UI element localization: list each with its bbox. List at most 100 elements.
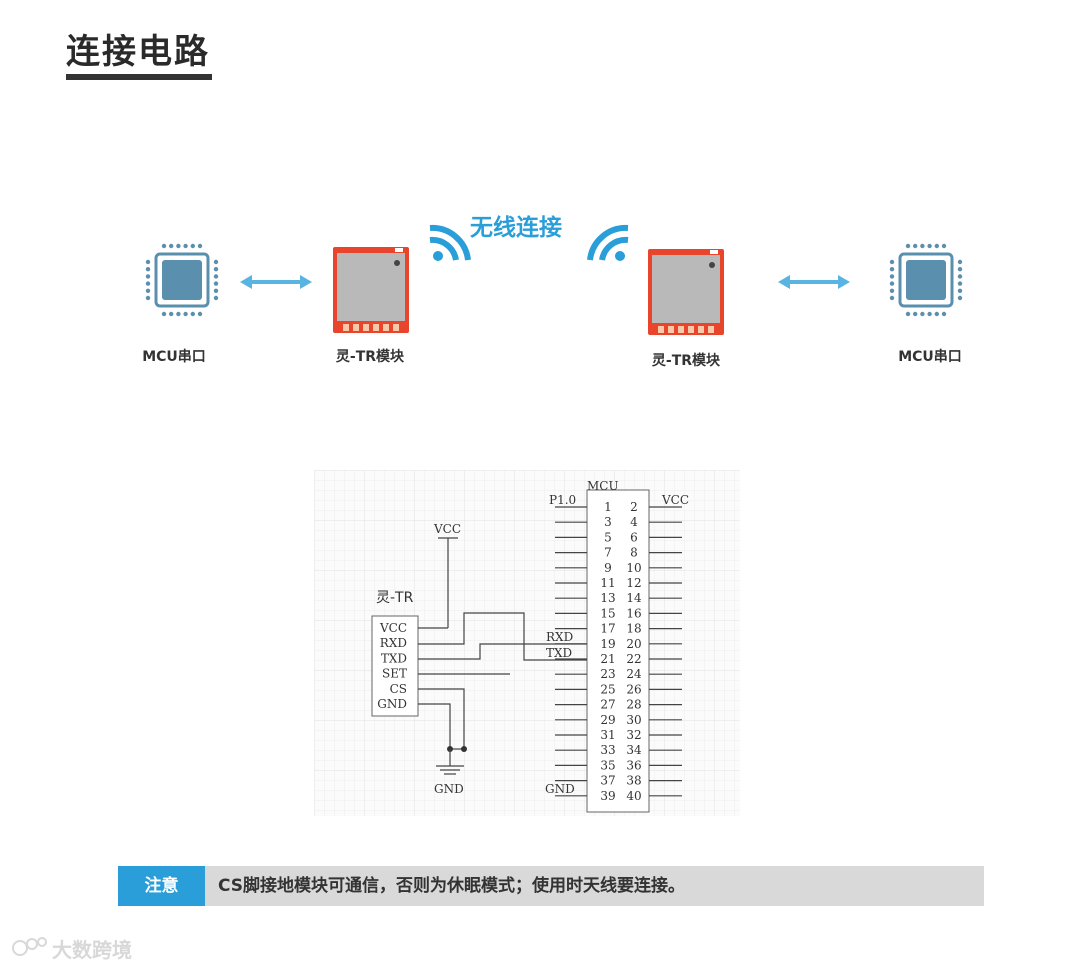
mcu-right-pin-number: 10 bbox=[626, 561, 641, 575]
module-title: 灵-TR bbox=[376, 590, 414, 606]
mcu-left-pin-number: 37 bbox=[600, 774, 615, 788]
chip-pin bbox=[183, 243, 188, 249]
chip-pin bbox=[941, 311, 947, 317]
chip-pin bbox=[145, 288, 151, 293]
mcu-right-pin-number: 18 bbox=[626, 622, 641, 636]
chip-pin bbox=[213, 274, 219, 279]
mcu-right-pin-number: 28 bbox=[626, 698, 641, 712]
chip-pin bbox=[145, 295, 151, 301]
module-pin-label: GND bbox=[377, 697, 407, 711]
chip-pin bbox=[957, 288, 963, 293]
note-bar: 注意 CS脚接地模块可通信，否则为休眠模式；使用时天线要连接。 bbox=[118, 866, 984, 906]
chip-pin bbox=[889, 259, 895, 265]
mcu-right-pin-number: 38 bbox=[626, 774, 641, 788]
chip-pin bbox=[213, 288, 219, 293]
right-wifi-wave-icon bbox=[587, 224, 629, 261]
mcu-left-pin-number: 11 bbox=[600, 576, 615, 590]
chip-pin bbox=[913, 243, 918, 249]
chip-pin bbox=[145, 267, 151, 272]
txd-left-label: TXD bbox=[546, 646, 572, 660]
mcu-left-pin-number: 15 bbox=[600, 606, 615, 620]
chip-pin bbox=[889, 267, 895, 272]
module-pin-label: SET bbox=[382, 667, 407, 681]
chip-pin bbox=[190, 243, 195, 249]
chip-pin bbox=[145, 281, 151, 286]
watermark-text: 大数跨境 bbox=[52, 938, 132, 962]
watermark-logo-icon bbox=[12, 937, 47, 956]
vcc-top-label: VCC bbox=[433, 522, 461, 536]
mcu-right-pin-number: 20 bbox=[626, 637, 641, 651]
left-bidirectional-arrow-icon bbox=[240, 275, 312, 289]
mcu-left-pin-number: 39 bbox=[600, 789, 615, 803]
chip-pin bbox=[169, 243, 174, 249]
mcu-left-pin-number: 21 bbox=[600, 652, 615, 666]
mcu-left-pin-number: 9 bbox=[604, 561, 612, 575]
section-heading: 连接电路 bbox=[66, 32, 210, 72]
chip-pin bbox=[145, 259, 151, 265]
chip-pin bbox=[957, 281, 963, 286]
module-pin-label: TXD bbox=[381, 651, 407, 665]
mcu-left-pin-number: 23 bbox=[600, 667, 615, 681]
mcu-left-pin-number: 25 bbox=[600, 682, 615, 696]
mcu-right-pin-number: 34 bbox=[626, 743, 642, 757]
chip-pin bbox=[957, 259, 963, 265]
chip-pin bbox=[941, 243, 947, 249]
mcu-right-pin-number: 4 bbox=[630, 515, 638, 529]
right-module-label: 灵-TR模块 bbox=[651, 353, 721, 369]
chip-pin bbox=[957, 267, 963, 272]
chip-pin bbox=[957, 295, 963, 301]
chip-pin bbox=[183, 311, 188, 317]
mcu-left-pin-number: 3 bbox=[604, 515, 612, 529]
left-wifi-wave-icon bbox=[429, 224, 471, 261]
module-pin-label: RXD bbox=[380, 636, 407, 650]
note-text: CS脚接地模块可通信，否则为休眠模式；使用时天线要连接。 bbox=[218, 876, 686, 896]
mcu-right-pin-number: 30 bbox=[626, 713, 641, 727]
mcu-right-pin-number: 8 bbox=[630, 546, 638, 560]
chip-pin bbox=[176, 243, 181, 249]
chip-pin bbox=[934, 243, 939, 249]
mcu-left-pin-number: 17 bbox=[600, 622, 615, 636]
p10-label: P1.0 bbox=[549, 493, 576, 507]
chip-pin bbox=[920, 311, 925, 317]
left-module-label: 灵-TR模块 bbox=[335, 349, 405, 365]
mcu-right-pin-number: 16 bbox=[626, 606, 641, 620]
chip-pin bbox=[213, 281, 219, 286]
mcu-title: MCU bbox=[587, 479, 619, 493]
right-bidirectional-arrow-icon bbox=[778, 275, 850, 289]
chip-pin bbox=[957, 274, 963, 279]
wiring-schematic: MCU 135791113151719212325272931333537392… bbox=[314, 470, 740, 816]
mcu-right-pin-number: 36 bbox=[626, 758, 641, 772]
right-lora-module-icon bbox=[648, 249, 724, 335]
mcu-ic-body bbox=[586, 489, 650, 813]
chip-pin bbox=[889, 274, 895, 279]
mcu-left-pin-number: 35 bbox=[600, 758, 615, 772]
mcu-right-pin-number: 6 bbox=[630, 530, 638, 544]
module-pin-label: VCC bbox=[379, 621, 407, 635]
right-mcu-chip-icon bbox=[889, 243, 963, 317]
chip-pin bbox=[927, 243, 932, 249]
gnd-left-label: GND bbox=[545, 782, 575, 796]
module-pin-label: CS bbox=[390, 682, 407, 696]
vcc-right-label: VCC bbox=[661, 493, 689, 507]
right-mcu-label: MCU串口 bbox=[898, 349, 962, 365]
chip-pin bbox=[145, 274, 151, 279]
chip-pin bbox=[161, 311, 167, 317]
mcu-left-pin-number: 5 bbox=[604, 530, 612, 544]
chip-pin bbox=[913, 311, 918, 317]
module-ic-body bbox=[371, 615, 419, 717]
chip-pin bbox=[197, 311, 203, 317]
chip-pin bbox=[889, 288, 895, 293]
mcu-right-pin-number: 24 bbox=[626, 667, 642, 681]
chip-pin bbox=[889, 295, 895, 301]
mcu-right-pin-number: 2 bbox=[630, 500, 638, 514]
mcu-right-pin-number: 40 bbox=[626, 789, 641, 803]
chip-pin bbox=[934, 311, 939, 317]
rxd-left-label: RXD bbox=[546, 630, 573, 644]
left-mcu-label: MCU串口 bbox=[142, 349, 206, 365]
chip-pin bbox=[905, 311, 911, 317]
mcu-left-pin-number: 7 bbox=[604, 546, 612, 560]
left-mcu-chip-icon bbox=[145, 243, 219, 317]
mcu-right-pin-number: 32 bbox=[626, 728, 641, 742]
chip-pin bbox=[213, 295, 219, 301]
mcu-left-pin-number: 1 bbox=[604, 500, 612, 514]
